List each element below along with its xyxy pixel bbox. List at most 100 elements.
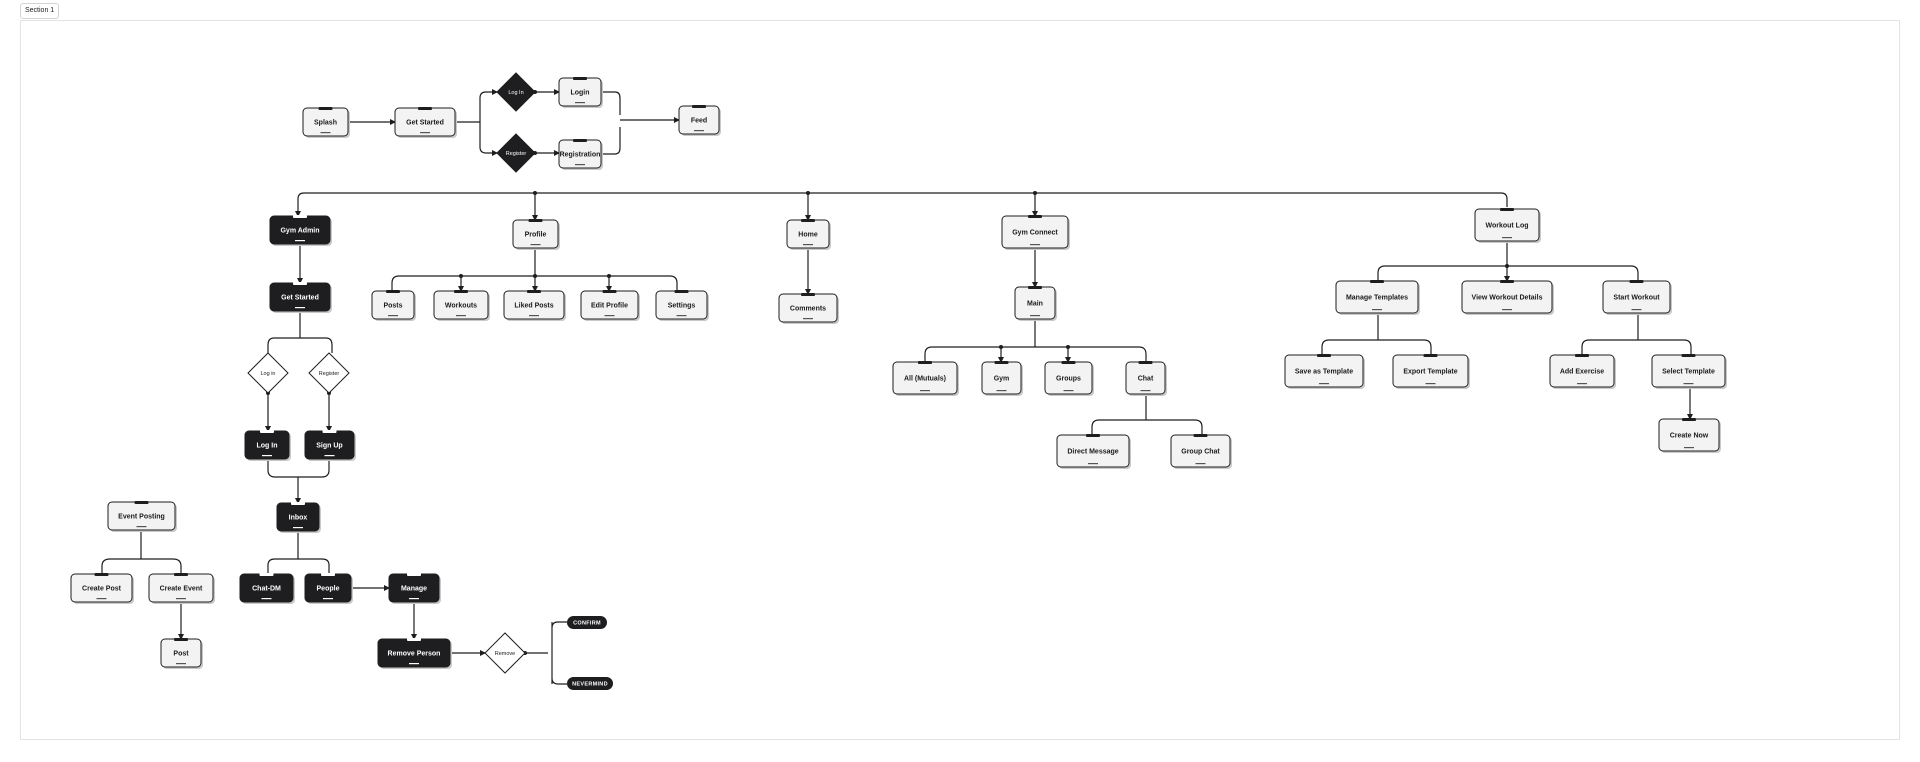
node-managetemplates[interactable]: Manage Templates xyxy=(1335,280,1420,315)
node-createnow[interactable]: Create Now xyxy=(1658,418,1721,453)
node-people[interactable]: People xyxy=(304,573,353,604)
node-home[interactable]: Home xyxy=(786,219,831,250)
connector-line xyxy=(479,122,498,156)
home-indicator-icon xyxy=(1195,463,1206,465)
node-profile[interactable]: Profile xyxy=(512,219,560,250)
notch-icon xyxy=(318,107,333,110)
connector-line xyxy=(455,89,498,123)
node-label: Direct Message xyxy=(1067,449,1118,456)
node-saveastemplate[interactable]: Save as Template xyxy=(1284,354,1365,389)
connector-line xyxy=(1377,241,1639,281)
node-signup[interactable]: Sign Up xyxy=(304,430,356,461)
connector-line xyxy=(1091,394,1203,435)
notch-icon xyxy=(674,290,689,293)
node-posts[interactable]: Posts xyxy=(371,290,416,321)
node-startworkout[interactable]: Start Workout xyxy=(1602,280,1672,315)
node-gymadmin[interactable]: Gym Admin xyxy=(269,215,332,246)
node-splash[interactable]: Splash xyxy=(302,107,350,138)
node-label: View Workout Details xyxy=(1472,295,1543,302)
home-indicator-icon xyxy=(604,315,615,317)
notch-icon xyxy=(918,361,932,364)
node-label: Registration xyxy=(560,152,601,159)
home-indicator-icon xyxy=(996,390,1007,392)
node-groupchat[interactable]: Group Chat xyxy=(1170,434,1232,469)
node-label: Post xyxy=(173,651,189,658)
section-frame xyxy=(20,20,1900,740)
node-createevent[interactable]: Create Event xyxy=(148,573,215,604)
node-register_dec[interactable]: Register xyxy=(496,133,536,173)
node-groups[interactable]: Groups xyxy=(1044,361,1094,396)
node-directmessage[interactable]: Direct Message xyxy=(1056,434,1131,469)
node-login_dec2[interactable]: Log in xyxy=(247,352,289,394)
node-label: Main xyxy=(1027,301,1043,308)
node-registration[interactable]: Registration xyxy=(558,139,603,170)
notch-icon xyxy=(1682,418,1696,421)
node-chat[interactable]: Chat xyxy=(1125,361,1167,396)
node-label: Workout Log xyxy=(1485,223,1528,230)
pill-label: CONFIRM xyxy=(573,621,601,627)
node-label: Group Chat xyxy=(1181,449,1220,456)
node-addexercise[interactable]: Add Exercise xyxy=(1549,354,1616,389)
home-indicator-icon xyxy=(1425,383,1436,385)
home-indicator-icon xyxy=(295,240,305,242)
connector-dot-icon xyxy=(1066,345,1070,349)
decision-label: Register xyxy=(506,151,527,157)
home-indicator-icon xyxy=(136,526,147,528)
node-login2[interactable]: Log In xyxy=(244,430,291,461)
notch-icon xyxy=(407,638,421,641)
node-getstarted2[interactable]: Get Started xyxy=(269,282,332,313)
node-nevermind[interactable]: NEVERMIND xyxy=(567,677,613,690)
node-label: Posts xyxy=(383,303,402,310)
node-label: Create Event xyxy=(160,586,203,593)
node-workoutlog[interactable]: Workout Log xyxy=(1474,208,1541,243)
home-indicator-icon xyxy=(694,130,704,132)
home-indicator-icon xyxy=(803,244,813,246)
node-chatdm[interactable]: Chat-DM xyxy=(239,573,295,604)
home-indicator-icon xyxy=(324,455,335,457)
node-editprofile[interactable]: Edit Profile xyxy=(580,290,640,321)
decision-diamond xyxy=(247,352,289,394)
node-label: Profile xyxy=(525,232,547,239)
node-confirm[interactable]: CONFIRM xyxy=(567,616,607,629)
home-indicator-icon xyxy=(320,132,331,134)
node-label: Sign Up xyxy=(316,443,342,450)
node-viewworkout[interactable]: View Workout Details xyxy=(1461,280,1554,315)
node-selecttemplate[interactable]: Select Template xyxy=(1651,354,1727,389)
connector-dot-icon xyxy=(999,345,1003,349)
notch-icon xyxy=(1193,434,1208,437)
node-allmutuals[interactable]: All (Mutuals) xyxy=(892,361,959,396)
node-label: Chat xyxy=(1138,376,1154,383)
node-register_dec2[interactable]: Register xyxy=(308,352,350,394)
node-post[interactable]: Post xyxy=(160,638,203,669)
node-label: Settings xyxy=(668,303,696,310)
node-label: Export Template xyxy=(1403,369,1457,376)
node-likedposts[interactable]: Liked Posts xyxy=(503,290,566,321)
node-login[interactable]: Login xyxy=(558,77,603,108)
node-createpost[interactable]: Create Post xyxy=(70,573,134,604)
node-remove_dec[interactable]: Remove xyxy=(484,632,526,674)
node-login_dec[interactable]: Log In xyxy=(496,72,536,112)
notch-icon xyxy=(994,361,1009,364)
node-comments[interactable]: Comments xyxy=(778,293,839,324)
node-removeperson[interactable]: Remove Person xyxy=(377,638,452,669)
node-gym[interactable]: Gym xyxy=(981,361,1023,396)
node-inbox[interactable]: Inbox xyxy=(276,502,321,533)
section-label[interactable]: Section 1 xyxy=(20,3,60,19)
node-exporttemplate[interactable]: Export Template xyxy=(1392,354,1470,389)
node-gymconnect[interactable]: Gym Connect xyxy=(1001,215,1070,250)
node-label: Start Workout xyxy=(1613,295,1660,302)
node-settings[interactable]: Settings xyxy=(655,290,709,321)
notch-icon xyxy=(602,290,617,293)
notch-icon xyxy=(573,77,587,80)
node-label: Select Template xyxy=(1662,369,1715,376)
node-label: Chat-DM xyxy=(252,586,281,593)
node-manage[interactable]: Manage xyxy=(388,573,441,604)
node-eventposting[interactable]: Event Posting xyxy=(107,501,177,532)
home-indicator-icon xyxy=(530,244,541,246)
node-getstarted1[interactable]: Get Started xyxy=(394,107,457,138)
node-workouts[interactable]: Workouts xyxy=(433,290,490,321)
notch-icon xyxy=(1629,280,1644,283)
node-feed[interactable]: Feed xyxy=(678,105,721,136)
node-main[interactable]: Main xyxy=(1014,286,1057,321)
notch-icon xyxy=(1370,280,1384,283)
